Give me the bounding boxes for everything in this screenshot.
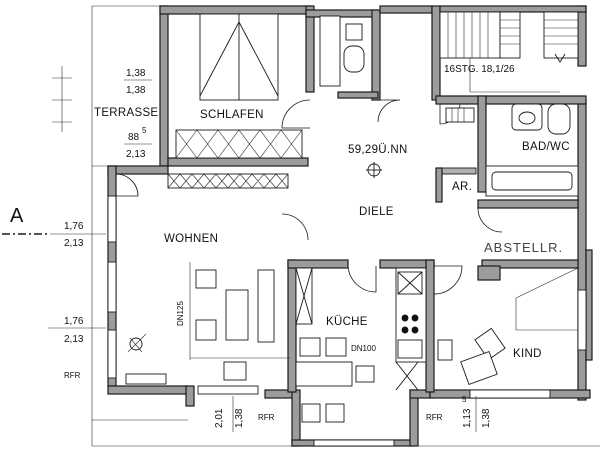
wc-top: [319, 15, 365, 87]
dim-138-v1: 1,38: [234, 408, 245, 428]
label-rfr-3: RFR: [426, 413, 443, 422]
room-label-abstellr: ABSTELLR.: [484, 240, 563, 255]
label-rfr-2: RFR: [258, 413, 275, 422]
windows: [107, 195, 587, 447]
level-marker: 59,29Ü.NN: [348, 144, 408, 178]
dim-138-top: 1,38: [126, 68, 146, 79]
label-rfr-1: RFR: [64, 371, 81, 380]
room-label-kueche: KÜCHE: [326, 316, 368, 328]
dimensions: 1,38 1,38 88 5 2,13 1,76 2,13 1,76 2,13 …: [48, 68, 492, 432]
bad-wc-fixtures: [445, 103, 579, 197]
technical-labels: DN125 DN100 RFR RFR RFR: [64, 301, 443, 422]
doors: [115, 99, 503, 295]
label-dn125: DN125: [176, 301, 185, 326]
dim-88: 88: [128, 132, 140, 143]
schlafen-furniture: [175, 13, 303, 159]
dim-88-sup: 5: [142, 126, 147, 135]
room-labels: SCHLAFEN WOHNEN DIELE KÜCHE KIND BAD/WC …: [94, 107, 570, 360]
room-label-bad-wc: BAD/WC: [522, 141, 570, 153]
dim-213-a: 2,13: [64, 238, 84, 249]
dim-176-a: 1,76: [64, 221, 84, 232]
section-letter: A: [10, 205, 24, 227]
stairs-label: 16STG. 18,1/26: [444, 64, 515, 75]
interior-walls: [167, 91, 587, 393]
dim-201: 2,01: [214, 408, 225, 428]
kueche-fixtures: [295, 267, 427, 423]
room-label-diele: DIELE: [359, 206, 394, 218]
wohnen-furniture: [125, 262, 290, 385]
label-dn100: DN100: [351, 344, 376, 353]
staircase: 16STG. 18,1/26: [439, 11, 579, 93]
dim-138-v2: 1,38: [481, 408, 492, 428]
wohnen-wardrobe: [167, 173, 289, 189]
level-label: 59,29Ü.NN: [348, 144, 408, 156]
dim-113-sup: 5: [462, 395, 467, 404]
dim-138-bottom: 1,38: [126, 85, 146, 96]
dim-176-b: 1,76: [64, 316, 84, 327]
room-label-ar: AR.: [452, 181, 472, 193]
room-label-kind: KIND: [513, 348, 542, 360]
room-label-terrasse: TERRASSE: [94, 107, 158, 119]
room-label-wohnen: WOHNEN: [164, 233, 218, 245]
dim-213-b: 2,13: [64, 334, 84, 345]
section-marker-a: A: [2, 205, 106, 235]
dim-213-terrace: 2,13: [126, 149, 146, 160]
dim-113: 1,13: [462, 408, 473, 428]
kind-furniture: [437, 267, 579, 385]
room-label-schlafen: SCHLAFEN: [200, 109, 264, 121]
